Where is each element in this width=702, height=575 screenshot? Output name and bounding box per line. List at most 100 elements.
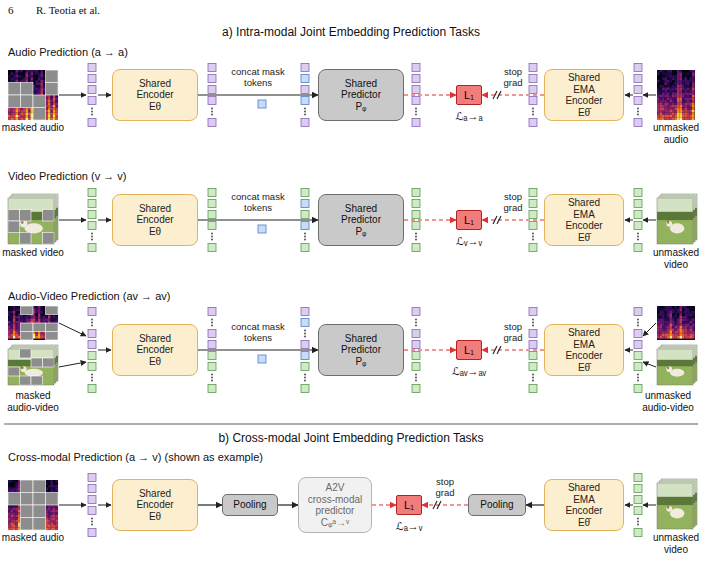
spectrogram-cell [56,515,59,518]
spectrogram-cell [680,309,683,312]
spectrogram-cell [687,115,690,118]
loss-arrow [372,504,396,505]
spectrogram-cell [23,316,26,319]
spectrogram-cell [677,321,680,324]
spectrogram-cell [11,78,14,81]
spectrogram-cell [13,518,16,521]
spectrogram-cell [685,319,688,322]
token-square [301,222,309,230]
spectrogram-cell [657,83,660,86]
spectrogram-cell [43,88,46,91]
spectrogram-cell [48,103,51,106]
spectrogram-cell [670,321,673,324]
box-label: Shared Encoder Eθ [136,78,173,113]
spectrogram-cell [43,314,46,317]
spectrogram-cell [46,105,49,108]
spectrogram-cell [18,488,21,491]
spectrogram-cell [672,73,675,76]
box-label: L₁ [464,214,474,227]
spectrogram-cell [16,115,19,118]
spectrogram-cell [685,75,688,78]
spectrogram-cell [16,515,19,518]
spectrogram-cell [53,108,56,111]
spectrogram-cell [662,100,665,103]
spectrogram-cell [8,118,11,121]
spectrogram-cell [690,321,693,324]
spectrogram-cell [18,505,21,508]
spectrogram-cell [11,316,14,319]
spectrogram-cell [687,321,690,324]
spectrogram-cell [665,336,668,339]
frame-grass [657,220,693,244]
spectrogram-cell [43,306,46,309]
spectrogram-cell [16,110,19,113]
spectrogram-cell [685,88,688,91]
spectrogram-cell [48,110,51,113]
spectrogram-cell [41,319,44,322]
spectrogram-cell [690,73,693,76]
spectrogram-cell [690,110,693,113]
spectrogram-cell [662,108,665,111]
spectrogram-cell [38,70,41,73]
spectrogram-cell [690,93,693,96]
spectrogram-cell [38,85,41,88]
spectrogram-cell [665,309,668,312]
token-square [412,200,420,208]
spectrogram-cell [38,306,41,309]
spectrogram-cell [687,306,690,309]
video-frames [657,345,697,385]
spectrogram-cell [677,336,680,339]
frame-grass [657,505,693,529]
spectrogram-cell [657,85,660,88]
spectrogram-cell [657,336,660,339]
ellipsis-dot [415,239,417,241]
spectrogram-cell [660,88,663,91]
loss-arrow [482,94,544,95]
spectrogram-cell [690,115,693,118]
spectrogram-cell [31,118,34,121]
spectrogram-cell [28,75,31,78]
spectrogram-cell [11,515,14,518]
spectrogram-cell [660,90,663,93]
spectrogram-cell [33,93,36,96]
spectrogram-cell [685,324,688,327]
dog-head [666,366,672,372]
spectrogram-cell [685,326,688,329]
spectrogram-cell [18,480,21,483]
spectrogram-cell [677,324,680,327]
spectrogram-cell [675,321,678,324]
mask-patch [20,376,32,385]
masked-video-frames [8,345,58,385]
spectrogram-cell [16,331,19,334]
spectrogram-cell [51,505,54,508]
spectrogram-cell [11,118,14,121]
spectrogram-cell [667,324,670,327]
flow-arrow [198,219,318,220]
spectrogram-cell [13,73,16,76]
spectrogram-cell [53,518,56,521]
input-arrow [98,220,111,221]
spectrogram-cell [11,488,14,491]
token-square [88,496,96,504]
spectrogram-cell [31,113,34,116]
ellipsis-dot [91,233,93,235]
spectrogram-cell [682,314,685,317]
spectrogram-cell [675,98,678,101]
spectrogram-cell [670,70,673,73]
ellipsis-dot [637,114,639,116]
spectrogram-cell [18,525,21,528]
ema-encoder-box: Shared EMA Encoder Eθ̄ [544,69,624,121]
spectrogram-cell [23,319,26,322]
spectrogram-cell [56,105,59,108]
dog-ear [667,220,669,224]
spectrogram-cell [677,100,680,103]
spectrogram-cell [682,108,685,111]
spectrogram-cell [665,70,668,73]
spectrogram-cell [8,319,11,322]
ellipsis-dot [211,374,213,376]
spectrogram-cell [675,115,678,118]
spectrogram-cell [680,105,683,108]
spectrogram-cell [41,83,44,86]
ellipsis-dot [91,521,93,523]
spectrogram-cell [28,113,31,116]
